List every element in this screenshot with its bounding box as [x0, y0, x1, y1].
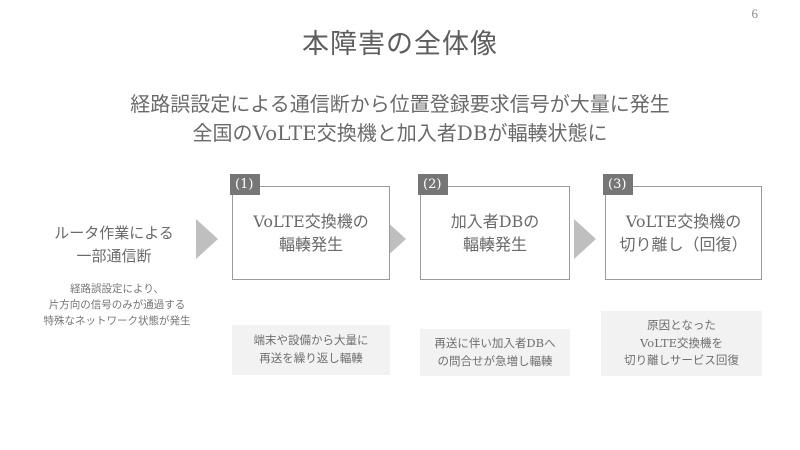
caption-text: 再送に伴い加入者DBへ の問合せが急増し輻輳 [434, 335, 555, 371]
origin-note-line-1: 経路誤設定により、 [70, 283, 164, 295]
step-number-tab: (1) [230, 174, 261, 195]
flow-step-box-1: (1) VoLTE交換機の 輻輳発生 [230, 174, 390, 280]
step-title-line-1: VoLTE交換機の [253, 211, 369, 231]
step-number-tab: (2) [418, 174, 449, 195]
flow-step-box-3: (3) VoLTE交換機の 切り離し（回復） [603, 174, 762, 280]
subtitle-line-2: 全国のVoLTE交換機と加入者DBが輻輳状態に [192, 121, 608, 145]
page-title: 本障害の全体像 [302, 29, 498, 60]
origin-label-line-2: 一部通信断 [76, 246, 152, 265]
page-number: 6 [751, 6, 759, 21]
flow-step-caption-2: 再送に伴い加入者DBへ の問合せが急増し輻輳 [420, 329, 570, 376]
step-number-tab: (3) [603, 174, 634, 195]
subtitle-line-1: 経路誤設定による通信断から位置登録要求信号が大量に発生 [130, 92, 670, 116]
caption-text: 原因となった VoLTE交換機を 切り離しサービス回復 [624, 317, 739, 370]
flow-step-caption-3: 原因となった VoLTE交換機を 切り離しサービス回復 [601, 311, 762, 376]
step-title-line-2: 輻輳発生 [278, 235, 343, 254]
step-title: VoLTE交換機の 切り離し（回復） [606, 210, 761, 256]
caption-line-1: 端末や設備から大量に [253, 333, 369, 348]
slide-subtitle: 経路誤設定による通信断から位置登録要求信号が大量に発生 全国のVoLTE交換機と… [0, 90, 800, 148]
caption-line-2: VoLTE交換機を [640, 335, 723, 350]
caption-line-2: 再送を繰り返し輻輳 [259, 351, 363, 365]
caption-text: 端末や設備から大量に 再送を繰り返し輻輳 [254, 332, 369, 368]
step-title-line-2: 切り離し（回復） [619, 235, 748, 254]
origin-note-line-3: 特殊なネットワーク状態が発生 [43, 314, 191, 327]
triangle-right-icon [196, 219, 218, 259]
step-title-line-2: 輻輳発生 [462, 235, 527, 254]
step-title-line-1: 加入者DBの [450, 211, 540, 231]
origin-label: ルータ作業による 一部通信断 [34, 222, 194, 267]
triangle-right-icon [574, 219, 596, 259]
flow-step-caption-1: 端末や設備から大量に 再送を繰り返し輻輳 [232, 325, 390, 375]
origin-note-line-2: 片方向の信号のみが通過する [48, 298, 186, 311]
origin-note: 経路誤設定により、 片方向の信号のみが通過する 特殊なネットワーク状態が発生 [22, 282, 212, 329]
caption-line-2: の問合せが急増し輻輳 [437, 353, 553, 368]
step-title: 加入者DBの 輻輳発生 [421, 210, 569, 256]
caption-line-1: 再送に伴い加入者DBへ [434, 335, 556, 350]
origin-label-line-1: ルータ作業による [54, 224, 174, 242]
caption-line-3: 切り離しサービス回復 [624, 353, 739, 368]
caption-line-1: 原因となった [647, 317, 716, 332]
flow-step-box-2: (2) 加入者DBの 輻輳発生 [418, 174, 570, 280]
step-title-line-1: VoLTE交換機の [625, 211, 742, 231]
step-title: VoLTE交換機の 輻輳発生 [233, 210, 389, 256]
